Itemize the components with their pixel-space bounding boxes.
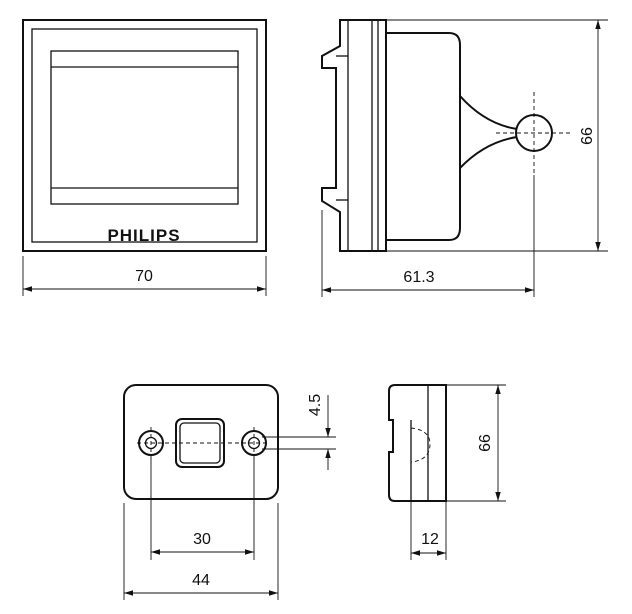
front-window <box>50 50 239 205</box>
side-housing-body <box>386 32 461 241</box>
front-outer-frame <box>22 19 267 252</box>
dim-front-width: 70 <box>22 256 267 296</box>
side-view <box>321 19 572 252</box>
side-lamp-neck <box>459 95 518 169</box>
dim-side-depth-label: 61.3 <box>403 269 434 286</box>
front-inner-frame <box>31 28 258 243</box>
brand-label: PHILIPS <box>107 226 180 245</box>
dim-base-width-label: 44 <box>192 572 210 589</box>
dim-base-hole-spacing: 30 <box>150 458 255 560</box>
base-view <box>123 384 279 500</box>
dim-base-side-depth: 12 <box>410 501 447 560</box>
dim-base-offset: 4.5 <box>262 394 336 470</box>
front-view: PHILIPS <box>22 19 267 252</box>
dim-side-depth: 61.3 <box>321 175 535 297</box>
base-side-view <box>388 384 447 502</box>
dim-side-height-label: 66 <box>579 127 596 145</box>
dim-base-side-height-label: 66 <box>477 434 494 452</box>
dim-base-side-depth-label: 12 <box>421 531 439 548</box>
dim-base-side-height: 66 <box>446 384 506 502</box>
dim-side-height: 66 <box>386 19 608 252</box>
dim-front-width-label: 70 <box>135 268 153 285</box>
dim-base-width: 44 <box>123 503 279 600</box>
base-side-hidden-socket <box>410 427 431 463</box>
base-plate <box>123 384 279 500</box>
dim-base-hole-spacing-label: 30 <box>193 531 211 548</box>
dim-base-offset-label: 4.5 <box>307 394 324 416</box>
side-front-clip <box>321 19 387 252</box>
base-side-body <box>388 384 447 502</box>
